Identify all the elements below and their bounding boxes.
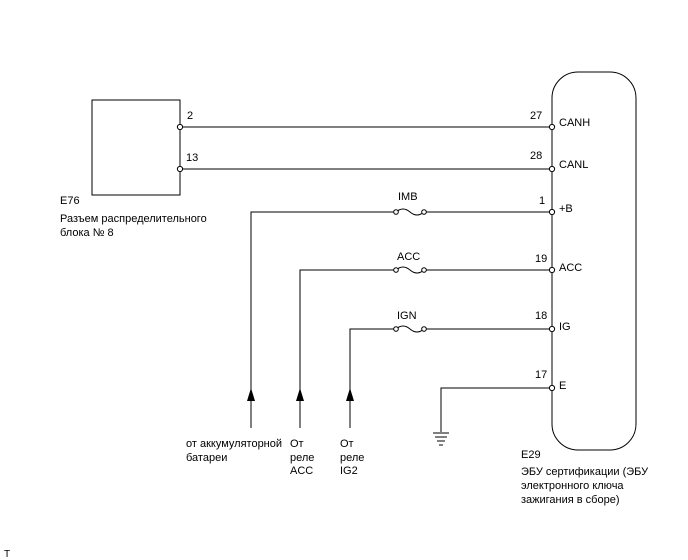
ig-pin-number: 18 xyxy=(535,310,547,322)
acc-source-line3: ACC xyxy=(290,465,313,477)
acc-fuse-terminal-left xyxy=(393,267,399,273)
canl-right-pin-terminal xyxy=(548,165,556,173)
e-signal-label: E xyxy=(559,380,566,392)
battery-source-line2: батареи xyxy=(186,452,227,464)
canh-signal-label: CANH xyxy=(559,117,590,129)
e76-connector-box xyxy=(91,99,181,196)
acc-relay-arrow xyxy=(296,388,304,401)
ign-fuse-terminal-right xyxy=(421,326,427,332)
imb-fuse-label: IMB xyxy=(398,191,418,203)
acc-wire-left xyxy=(299,269,396,392)
acc-source-line2: реле xyxy=(290,452,314,464)
e29-desc-line2: электронного ключа xyxy=(521,480,624,492)
ign-fuse-symbol xyxy=(395,325,425,333)
ig-signal-label: IG xyxy=(559,321,571,333)
imb-fuse-symbol xyxy=(395,208,425,216)
e29-ecu-box xyxy=(551,71,637,451)
canl-left-pin-number: 13 xyxy=(186,152,198,164)
ign-fuse-terminal-left xyxy=(393,326,399,332)
acc-source-line1: От xyxy=(290,438,304,450)
ig2-source-line1: От xyxy=(340,438,354,450)
b-wire-left xyxy=(250,211,396,392)
acc-pin-number: 19 xyxy=(535,253,547,265)
ig-pin-terminal xyxy=(548,325,556,333)
e-wire xyxy=(440,387,552,432)
imb-fuse-terminal-right xyxy=(421,209,427,215)
acc-signal-label: ACC xyxy=(559,262,582,274)
e76-code: E76 xyxy=(60,195,80,207)
canh-right-pin-number: 27 xyxy=(530,110,542,122)
ig2-source-line2: реле xyxy=(340,452,364,464)
canl-signal-label: CANL xyxy=(559,159,588,171)
b-pin-number: 1 xyxy=(539,195,545,207)
canl-right-pin-number: 28 xyxy=(530,150,542,162)
canl-left-pin-terminal xyxy=(176,165,184,173)
ig2-relay-arrow xyxy=(346,388,354,401)
ign-fuse-label: IGN xyxy=(397,310,417,322)
acc-fuse-symbol xyxy=(395,266,425,274)
canh-left-pin-terminal xyxy=(176,123,184,131)
e29-desc-line1: ЭБУ сертификации (ЭБУ xyxy=(521,466,649,478)
corner-mark: T xyxy=(4,549,10,560)
battery-arrow xyxy=(247,388,255,401)
e76-desc-line2: блока № 8 xyxy=(60,227,114,239)
acc-fuse-label: ACC xyxy=(397,251,420,263)
e-pin-number: 17 xyxy=(535,369,547,381)
acc-pin-terminal xyxy=(548,266,556,274)
canh-right-pin-terminal xyxy=(548,123,556,131)
e-pin-terminal xyxy=(548,384,556,392)
ig-wire-left xyxy=(349,328,396,392)
battery-source-line1: от аккумуляторной xyxy=(186,438,282,450)
ground-symbol xyxy=(433,432,449,446)
e29-desc-line3: зажигания в сборе) xyxy=(521,494,620,506)
acc-fuse-terminal-right xyxy=(421,267,427,273)
e76-desc-line1: Разъем распределительного xyxy=(60,213,207,225)
imb-fuse-terminal-left xyxy=(393,209,399,215)
e29-code: E29 xyxy=(521,449,541,461)
b-pin-terminal xyxy=(548,208,556,216)
b-signal-label: +B xyxy=(559,203,573,215)
ig2-source-line3: IG2 xyxy=(340,465,358,477)
canh-left-pin-number: 2 xyxy=(187,110,193,122)
